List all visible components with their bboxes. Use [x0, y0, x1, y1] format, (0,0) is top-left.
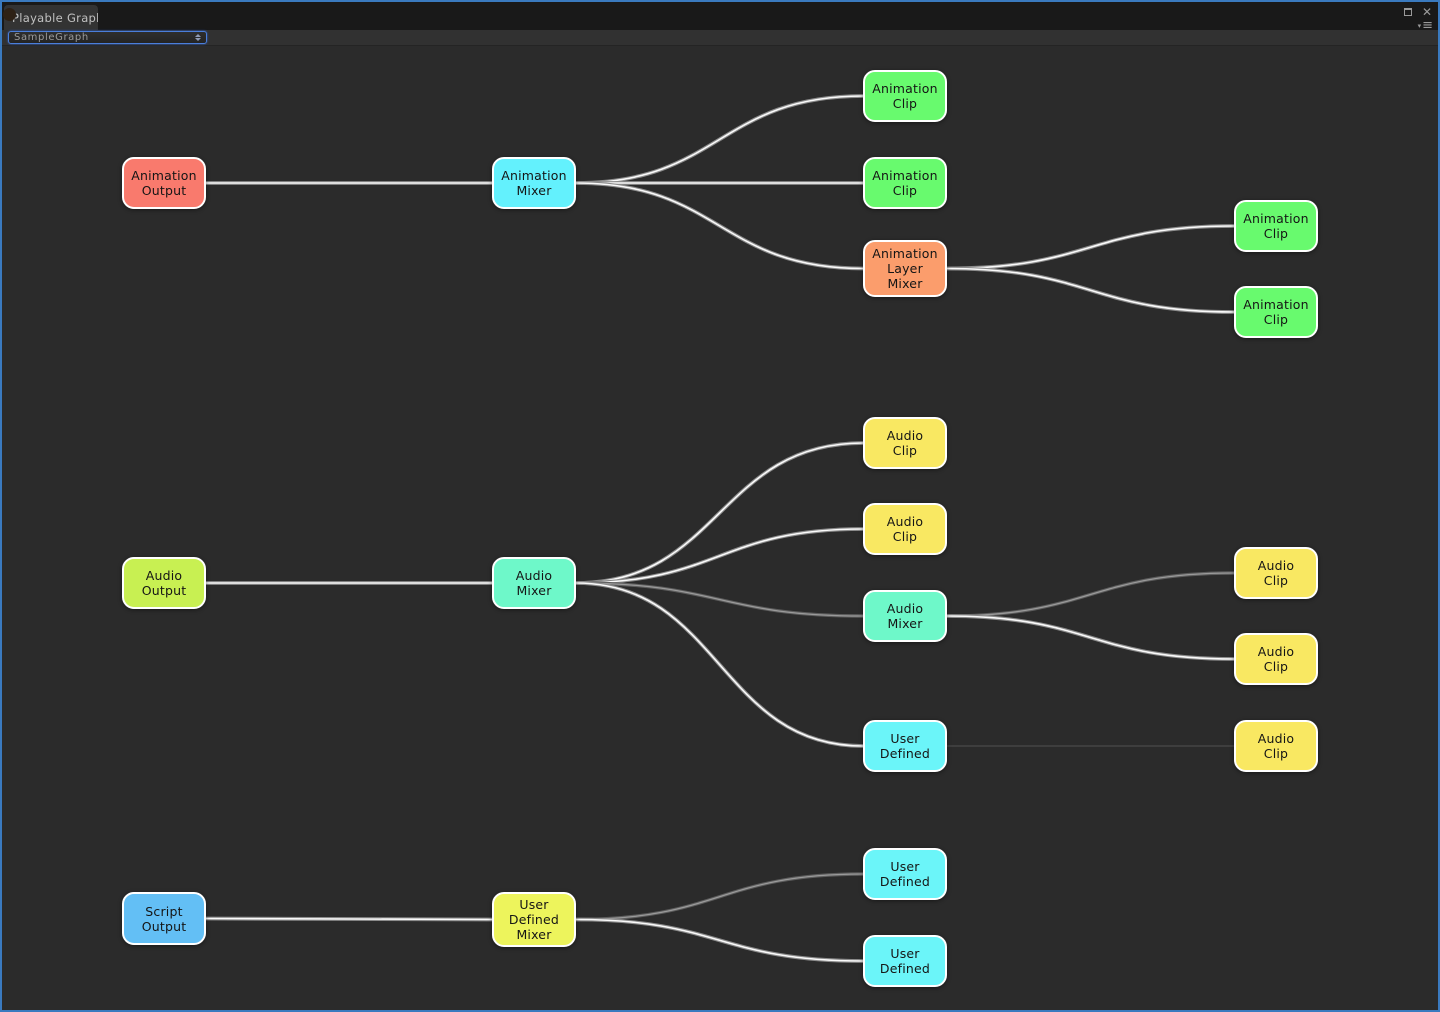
node-label: Script: [145, 903, 183, 919]
graph-edge-anim-layer-mixer-to-anim-clip-3: [946, 225, 1235, 270]
graph-selector-dropdown[interactable]: SampleGraph: [8, 31, 207, 44]
node-label: User: [890, 859, 920, 874]
node-label: Mixer: [516, 583, 552, 598]
node-label: Layer: [887, 261, 923, 276]
node-label: Output: [141, 183, 187, 198]
node-label: Animation: [872, 81, 938, 96]
tab-title: Playable Graph: [12, 10, 98, 25]
node-label: Clip: [1263, 312, 1289, 327]
node-label: Animation: [872, 168, 938, 183]
node-label: Mixer: [516, 927, 552, 942]
menu-arrow-icon: ▾: [1417, 22, 1422, 30]
graph-edge-audio-mixer-to-audio-clip-2: [575, 528, 864, 584]
graph-edge-script-output-to-user-def-mixer: [205, 917, 493, 921]
tab-bar: Playable Graph ✕ ▾ ≡: [2, 2, 1438, 33]
node-label: Animation: [1243, 211, 1309, 226]
node-label: Clip: [1263, 659, 1289, 674]
node-label: Animation: [131, 168, 197, 183]
node-label: Mixer: [887, 276, 923, 291]
node-label: Audio: [886, 428, 924, 443]
node-label: Audio: [1257, 644, 1295, 659]
graph-edge-audio-mixer-2-to-audio-clip-4: [946, 615, 1235, 660]
node-label: Output: [141, 918, 187, 934]
tab-icon: [3, 8, 16, 21]
node-label: Mixer: [516, 183, 552, 198]
node-label: Animation: [1243, 297, 1309, 312]
node-label: Defined: [879, 961, 931, 976]
toolbar: SampleGraph: [2, 30, 1438, 46]
node-label: Audio: [515, 568, 553, 583]
menu-bars-icon: ≡: [1422, 18, 1433, 33]
node-label: Clip: [892, 183, 918, 198]
node-label: Audio: [1257, 731, 1295, 746]
graph-edge-user-def-mixer-to-user-defined-2: [575, 873, 864, 921]
node-label: Animation: [501, 168, 567, 183]
node-label: Audio: [145, 568, 183, 583]
node-label: Defined: [879, 874, 931, 889]
node-label: Clip: [892, 96, 918, 111]
window-menu-button[interactable]: ▾ ≡: [1417, 18, 1433, 33]
node-label: Clip: [1263, 746, 1289, 761]
node-label: Defined: [879, 746, 931, 761]
node-label: Defined: [508, 912, 560, 927]
node-label: User: [519, 897, 549, 912]
dropdown-stepper-icon: [195, 34, 201, 41]
graph-edge-user-def-mixer-to-user-defined-3: [575, 918, 864, 962]
tab-playable-graph[interactable]: Playable Graph: [4, 5, 98, 30]
node-label: User: [890, 946, 920, 961]
graph-edges: [204, 94, 1236, 963]
node-label: Mixer: [887, 616, 923, 631]
node-label: Clip: [892, 443, 918, 458]
graph-selector-value: SampleGraph: [14, 32, 89, 43]
node-label: Animation: [872, 246, 938, 261]
close-icon[interactable]: ✕: [1421, 5, 1432, 19]
node-label: User: [890, 731, 920, 746]
node-label: Clip: [1263, 573, 1289, 588]
node-label: Clip: [1263, 226, 1289, 241]
graph-edge-audio-mixer-to-audio-mixer-2: [575, 582, 864, 617]
node-label: Output: [141, 583, 187, 598]
node-label: Audio: [886, 514, 924, 529]
node-label: Clip: [892, 529, 918, 544]
node-label: Audio: [886, 601, 924, 616]
graph-edge-anim-mixer-to-anim-layer-mixer: [575, 182, 864, 270]
graph-edge-audio-mixer-to-user-defined-1: [575, 582, 864, 747]
graph-edge-anim-layer-mixer-to-anim-clip-4: [946, 267, 1235, 313]
graph-edge-audio-mixer-to-audio-clip-1: [575, 442, 864, 584]
graph-edge-audio-mixer-2-to-audio-clip-3: [946, 572, 1235, 617]
maximize-icon[interactable]: [1403, 8, 1412, 16]
node-label: Audio: [1257, 558, 1295, 573]
graph-edge-anim-mixer-to-anim-clip-1: [575, 95, 864, 184]
